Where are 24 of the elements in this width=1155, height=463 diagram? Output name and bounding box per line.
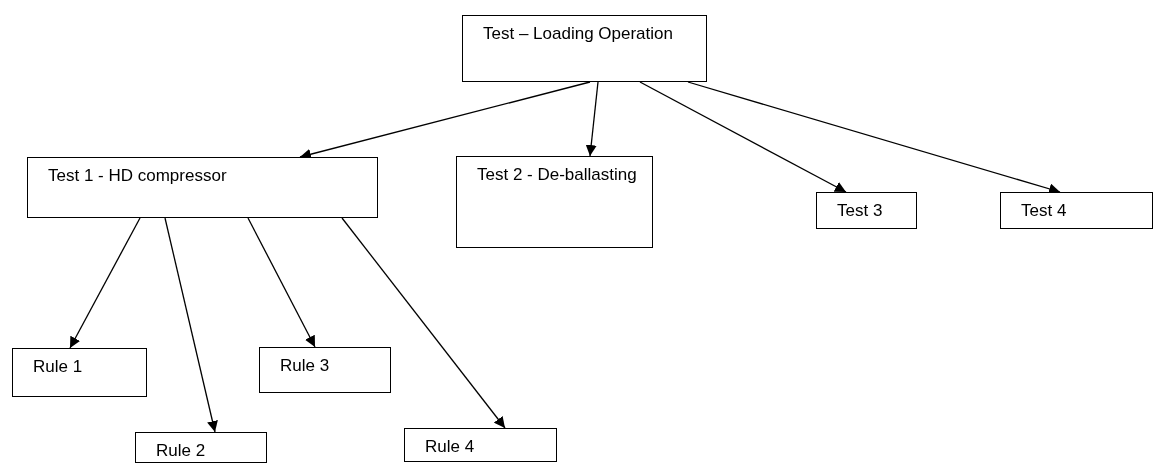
box-label: Rule 4 [425,437,476,457]
arrow [639,81,847,193]
arrow [247,217,316,348]
process-box [816,192,917,229]
box-label: Test 4 [1021,201,1068,221]
process-box [404,428,557,462]
arrow [69,217,141,349]
process-box [27,157,378,218]
process-box [462,15,707,82]
process-box [259,347,391,393]
process-box [12,348,147,397]
arrow [341,217,506,429]
box-label: Rule 1 [33,357,84,377]
process-box [456,156,653,248]
box-label: Test 1 - HD compressor [48,166,228,186]
box-label: Test – Loading Operation [483,24,674,44]
box-label: Test 3 [837,201,884,221]
arrow [164,217,218,433]
box-label: Rule 2 [156,441,207,461]
box-label: Rule 3 [280,356,331,376]
process-box [135,432,267,463]
arrow [585,81,599,157]
process-box [1000,192,1153,229]
box-label: Test 2 - De-ballasting [477,165,638,185]
